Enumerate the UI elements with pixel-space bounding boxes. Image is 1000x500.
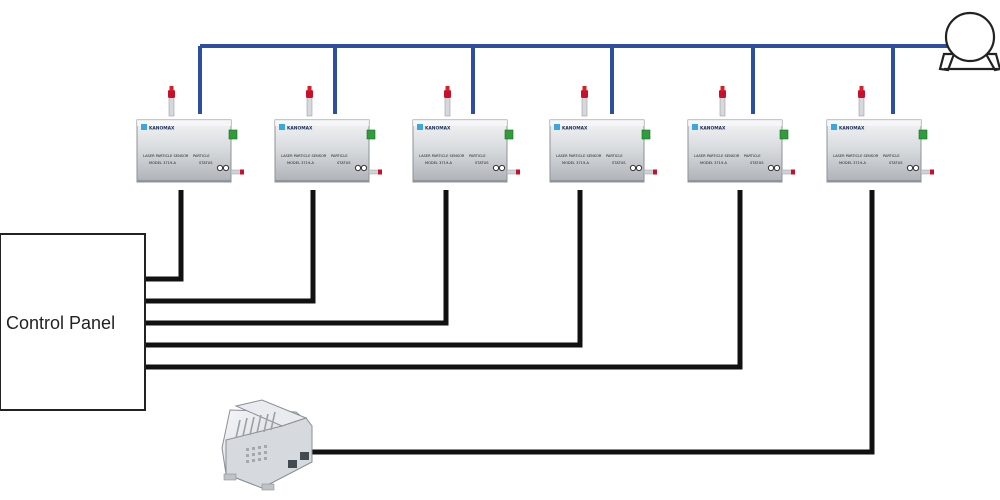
sensor-port-label-particle: PARTICLE	[331, 154, 348, 158]
particle-sensor: KANOMAX LASER PARTICLE SENSOR MODEL 3719-A…	[549, 86, 657, 183]
control-panel: Control Panel	[0, 233, 146, 411]
sensor-body	[136, 119, 232, 183]
sensor-brand: KANOMAX	[287, 126, 313, 132]
sensor-title-line2: MODEL 3719-A	[562, 161, 589, 165]
signal-cable	[145, 190, 449, 326]
sensor-brand: KANOMAX	[839, 126, 865, 132]
sensor-port-label-particle: PARTICLE	[193, 154, 210, 158]
sensor-inlet-probe	[719, 86, 726, 117]
sensor-title-line1: LASER PARTICLE SENSOR	[281, 154, 327, 158]
sensor-port-label-particle: PARTICLE	[469, 154, 486, 158]
sensor-connector	[228, 129, 238, 140]
signal-cable	[145, 190, 316, 304]
sensor-inlet-probe	[168, 86, 175, 117]
sensor-title-line1: LASER PARTICLE SENSOR	[419, 154, 465, 158]
sensor-port	[360, 164, 368, 172]
sensor-title-line1: LASER PARTICLE SENSOR	[833, 154, 879, 158]
sensor-title-line2: MODEL 3719-A	[839, 161, 866, 165]
sensor-brand: KANOMAX	[149, 126, 175, 132]
brand-logo-icon	[279, 124, 285, 130]
sensor-port	[222, 164, 230, 172]
sensor-connector	[779, 129, 789, 140]
sensor-title-line1: LASER PARTICLE SENSOR	[556, 154, 602, 158]
sensor-row: KANOMAX LASER PARTICLE SENSOR MODEL 3719-A…	[136, 86, 934, 183]
sensor-port	[492, 164, 500, 172]
sensor-inlet-probe	[306, 86, 313, 117]
sensor-port	[767, 164, 775, 172]
sensor-port-label-status: STATUS	[750, 161, 764, 165]
control-panel-label: Control Panel	[6, 313, 115, 333]
sensor-connector	[918, 129, 928, 140]
sensor-port	[635, 164, 643, 172]
particle-sensor: KANOMAX LASER PARTICLE SENSOR MODEL 3719-A…	[136, 86, 244, 183]
sensor-body	[549, 119, 645, 183]
sensor-title-line1: LASER PARTICLE SENSOR	[694, 154, 740, 158]
brand-logo-icon	[417, 124, 423, 130]
sensor-body	[826, 119, 922, 183]
sensor-connector	[641, 129, 651, 140]
sensor-port	[498, 164, 506, 172]
controller-module-icon	[221, 399, 313, 491]
sensor-brand: KANOMAX	[700, 126, 726, 132]
sensor-brand: KANOMAX	[425, 126, 451, 132]
sensor-port	[629, 164, 637, 172]
sensor-inlet-probe	[581, 86, 588, 117]
sensor-port-label-particle: PARTICLE	[883, 154, 900, 158]
sensor-port	[216, 164, 224, 172]
brand-logo-icon	[141, 124, 147, 130]
signal-cable	[145, 190, 184, 282]
sensor-brand: KANOMAX	[562, 126, 588, 132]
sensor-port	[912, 164, 920, 172]
sensor-port-label-status: STATUS	[612, 161, 626, 165]
brand-logo-icon	[554, 124, 560, 130]
particle-sensor: KANOMAX LASER PARTICLE SENSOR MODEL 3719-A…	[826, 86, 934, 183]
brand-logo-icon	[692, 124, 698, 130]
sensor-outlet-icon	[378, 169, 382, 175]
sensor-port-label-status: STATUS	[337, 161, 351, 165]
sensor-title-line2: MODEL 3719-A	[425, 161, 452, 165]
signal-cable	[145, 190, 743, 370]
sensor-port-label-status: STATUS	[199, 161, 213, 165]
sensor-port-label-status: STATUS	[889, 161, 903, 165]
signal-cables	[145, 190, 875, 455]
sensor-outlet-icon	[653, 169, 657, 175]
particle-sensor: KANOMAX LASER PARTICLE SENSOR MODEL 3719-A…	[412, 86, 520, 183]
sensor-port-label-particle: PARTICLE	[744, 154, 761, 158]
sensor-title-line2: MODEL 3719-A	[149, 161, 176, 165]
sensor-outlet-icon	[240, 169, 244, 175]
sensor-port	[906, 164, 914, 172]
sensor-title-line2: MODEL 3719-A	[287, 161, 314, 165]
sensor-inlet-probe	[444, 86, 451, 117]
sensor-outlet-icon	[930, 169, 934, 175]
brand-logo-icon	[831, 124, 837, 130]
sensor-title-line1: LASER PARTICLE SENSOR	[143, 154, 189, 158]
sensor-body	[412, 119, 508, 183]
sensor-port-label-status: STATUS	[475, 161, 489, 165]
sensor-outlet-icon	[791, 169, 795, 175]
particle-sensor: KANOMAX LASER PARTICLE SENSOR MODEL 3719-A…	[274, 86, 382, 183]
sensor-body	[274, 119, 370, 183]
sensor-port-label-particle: PARTICLE	[606, 154, 623, 158]
sensor-inlet-probe	[858, 86, 865, 117]
sensor-port	[773, 164, 781, 172]
sensor-outlet-icon	[516, 169, 520, 175]
signal-cable	[145, 190, 583, 348]
sensor-connector	[366, 129, 376, 140]
sensor-body	[687, 119, 783, 183]
sensor-port	[354, 164, 362, 172]
sensor-connector	[504, 129, 514, 140]
pump-icon	[938, 11, 1000, 72]
signal-cable	[308, 190, 875, 455]
vacuum-lines	[198, 44, 948, 114]
particle-sensor: KANOMAX LASER PARTICLE SENSOR MODEL 3719-A…	[687, 86, 795, 183]
sensor-title-line2: MODEL 3719-A	[700, 161, 727, 165]
